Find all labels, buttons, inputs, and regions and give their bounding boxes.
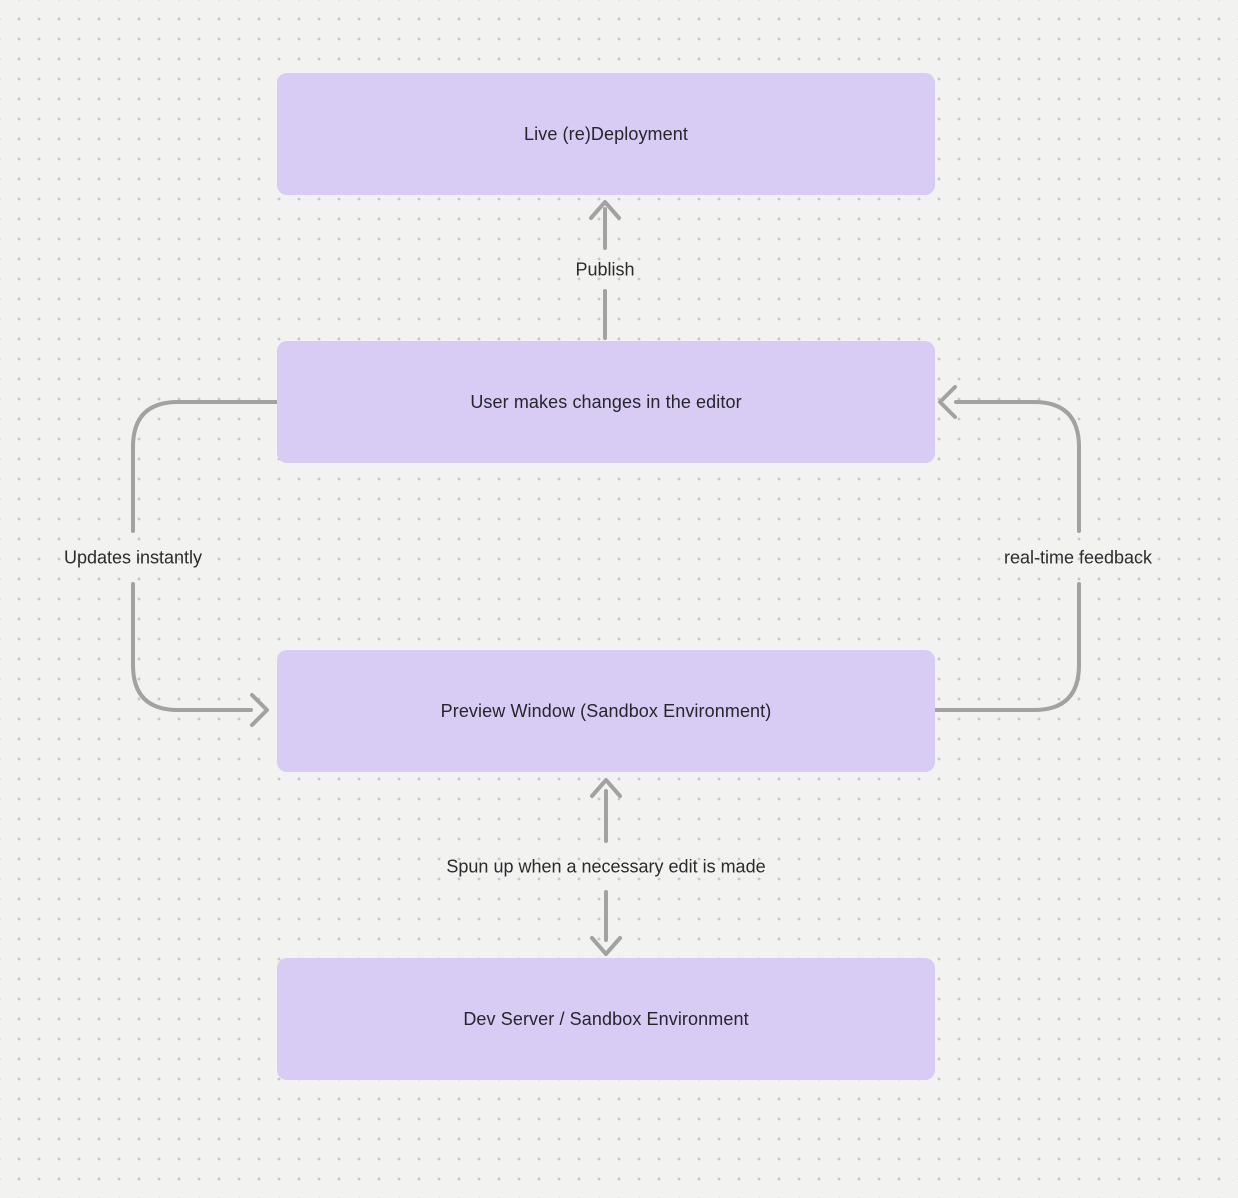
node-live-redeployment: Live (re)Deployment [277,73,935,195]
edge-label-publish: Publish [575,259,635,280]
node-label: Dev Server / Sandbox Environment [463,1008,749,1029]
arrowhead-down-icon [590,936,622,956]
edge-spun-up [590,778,622,956]
node-user-changes: User makes changes in the editor [277,341,935,463]
arrowhead-up-icon [589,200,621,220]
node-preview-window: Preview Window (Sandbox Environment) [277,650,935,772]
edge-updates-instantly [131,400,279,727]
node-dev-server: Dev Server / Sandbox Environment [277,958,935,1080]
edge-label-spun-up: Spun up when a necessary edit is made [446,856,766,877]
node-label: Live (re)Deployment [524,123,688,144]
node-label: Preview Window (Sandbox Environment) [440,700,772,721]
edge-label-updates-instantly: Updates instantly [63,547,203,568]
arrowhead-right-icon [250,693,269,727]
arrowhead-up-icon [590,778,622,798]
arrowhead-left-icon [938,385,957,419]
node-label: User makes changes in the editor [470,391,742,412]
edge-label-real-time-feedback: real-time feedback [1003,547,1153,568]
edge-publish [589,200,621,340]
edge-real-time-feedback [933,385,1081,712]
